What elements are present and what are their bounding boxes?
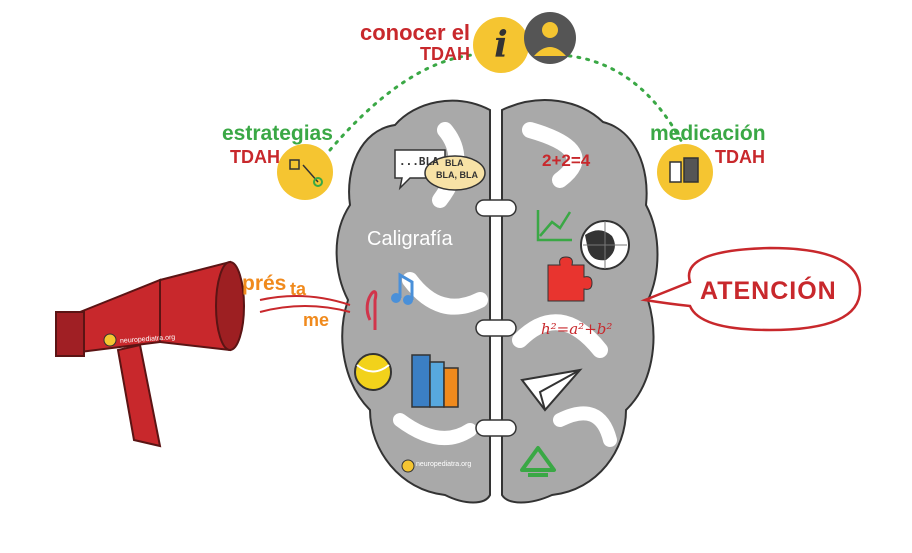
medication-icon — [657, 144, 713, 200]
speech-bubbles-icon — [394, 149, 486, 191]
attention-balloon — [640, 246, 862, 332]
brain-connector — [475, 419, 517, 437]
bubble-text-2b: BLA, BLA — [436, 170, 478, 180]
svg-text:i: i — [494, 24, 508, 66]
brain-fold — [402, 272, 488, 315]
prestame-part2: ta — [290, 279, 307, 299]
caligrafia-text: Caligrafía — [367, 228, 453, 250]
megaphone-icon — [55, 260, 245, 448]
medicacion-label-line2: TDAH — [715, 147, 765, 167]
prestame-part1: prés — [242, 272, 287, 295]
puzzle-piece-icon — [547, 256, 593, 302]
brain-connector — [475, 199, 517, 217]
recycle-icon — [520, 446, 556, 477]
music-notes-icon — [365, 272, 414, 330]
tennis-ball-icon — [354, 353, 392, 391]
medicacion-label-line1: medicación — [650, 122, 766, 145]
brain — [335, 99, 659, 504]
paper-plane-icon — [520, 368, 583, 412]
brain-fold — [553, 406, 617, 447]
brain-fold — [512, 314, 608, 358]
globe-icon — [580, 220, 630, 270]
brain-fold — [522, 122, 583, 188]
info-icon: i — [473, 17, 529, 73]
growth-chart-icon — [536, 210, 572, 242]
strategy-icon — [277, 144, 333, 200]
books-icon — [411, 354, 459, 408]
brain-watermark-text: neuropediatra.org — [416, 461, 472, 468]
bubble-text-1: ...BLA — [399, 155, 439, 168]
watermark-logo-icon — [401, 459, 415, 473]
brain-connector — [475, 319, 517, 337]
sound-wave-line — [259, 295, 351, 306]
prestame-part3: me — [303, 310, 330, 330]
brain-fold — [393, 413, 477, 445]
megaphone-logo-icon — [103, 333, 117, 347]
attention-label: ATENCIÓN — [700, 277, 837, 305]
pythagoras-text: h²=a²+b² — [541, 320, 613, 338]
dotted-connector-right — [558, 53, 687, 150]
doctor-icon — [524, 12, 576, 64]
estrategias-label-line1: estrategias — [222, 122, 333, 145]
estrategias-label-line2: TDAH — [230, 147, 280, 167]
conocer-label-line1: conocer el — [360, 20, 471, 45]
bubble-text-2a: BLA — [445, 158, 464, 168]
conocer-label-line2: TDAH — [420, 44, 470, 64]
sound-wave-line — [259, 305, 351, 313]
math-equation-text: 2+2=4 — [542, 151, 591, 170]
